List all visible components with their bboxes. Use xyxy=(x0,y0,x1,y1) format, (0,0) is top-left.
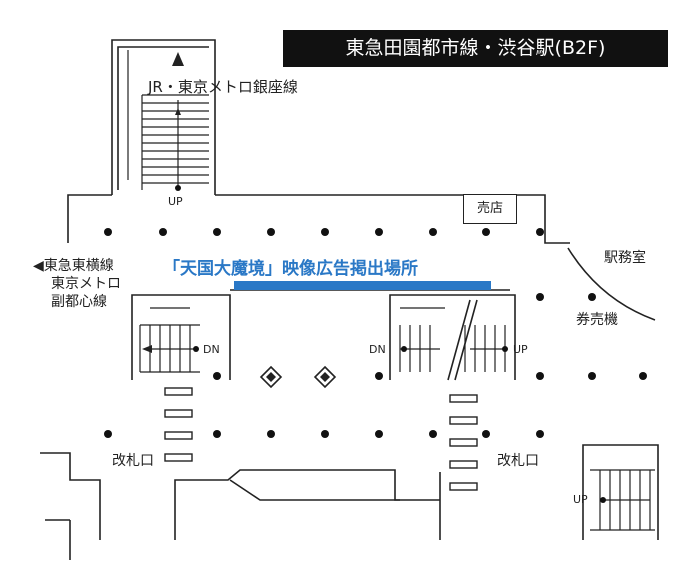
lower-right-stair xyxy=(582,444,659,540)
up-mid-label: UP xyxy=(513,343,528,356)
up-bottom-label: UP xyxy=(573,493,588,506)
right-stair-divider-2 xyxy=(454,299,478,381)
corridor-top-wall xyxy=(67,194,570,244)
gate-left-label: 改札口 xyxy=(112,453,154,469)
kiosk-label: 売店 xyxy=(463,194,517,224)
platform-bottom xyxy=(229,479,400,501)
metro-label: 東京メトロ xyxy=(51,276,121,292)
station-office-wall xyxy=(567,247,656,321)
map-title: 東急田園都市線・渋谷駅(B2F) xyxy=(283,30,668,67)
lower-platform-wall xyxy=(174,469,441,540)
right-stair-divider xyxy=(447,299,471,381)
ticket-machine-label: 券売機 xyxy=(576,312,618,328)
left-arrow-dn xyxy=(142,345,152,353)
jr-metro-label: JR・東京メトロ銀座線 xyxy=(148,78,298,96)
dn-left-label: DN xyxy=(203,343,220,356)
upper-stair-wall xyxy=(111,39,216,195)
ad-location-bar xyxy=(234,281,491,290)
right-stair-outline xyxy=(389,294,516,380)
upper-stair-inner xyxy=(117,46,209,190)
up-arrow-stair xyxy=(175,108,181,115)
lower-left-wall xyxy=(40,452,101,560)
up-top-label: UP xyxy=(168,195,183,208)
fukutoshin-line-label: 副都心線 xyxy=(51,294,107,310)
station-office-label: 駅務室 xyxy=(604,250,646,266)
left-stair-outline xyxy=(131,294,231,380)
gate-right-label: 改札口 xyxy=(497,453,539,469)
up-arrow-top xyxy=(172,52,184,66)
toyoko-line-label: ◀東急東横線 xyxy=(33,258,114,274)
dn-mid-label: DN xyxy=(369,343,386,356)
ad-location-label: 「天国大魔境」映像広告掲出場所 xyxy=(163,259,418,279)
